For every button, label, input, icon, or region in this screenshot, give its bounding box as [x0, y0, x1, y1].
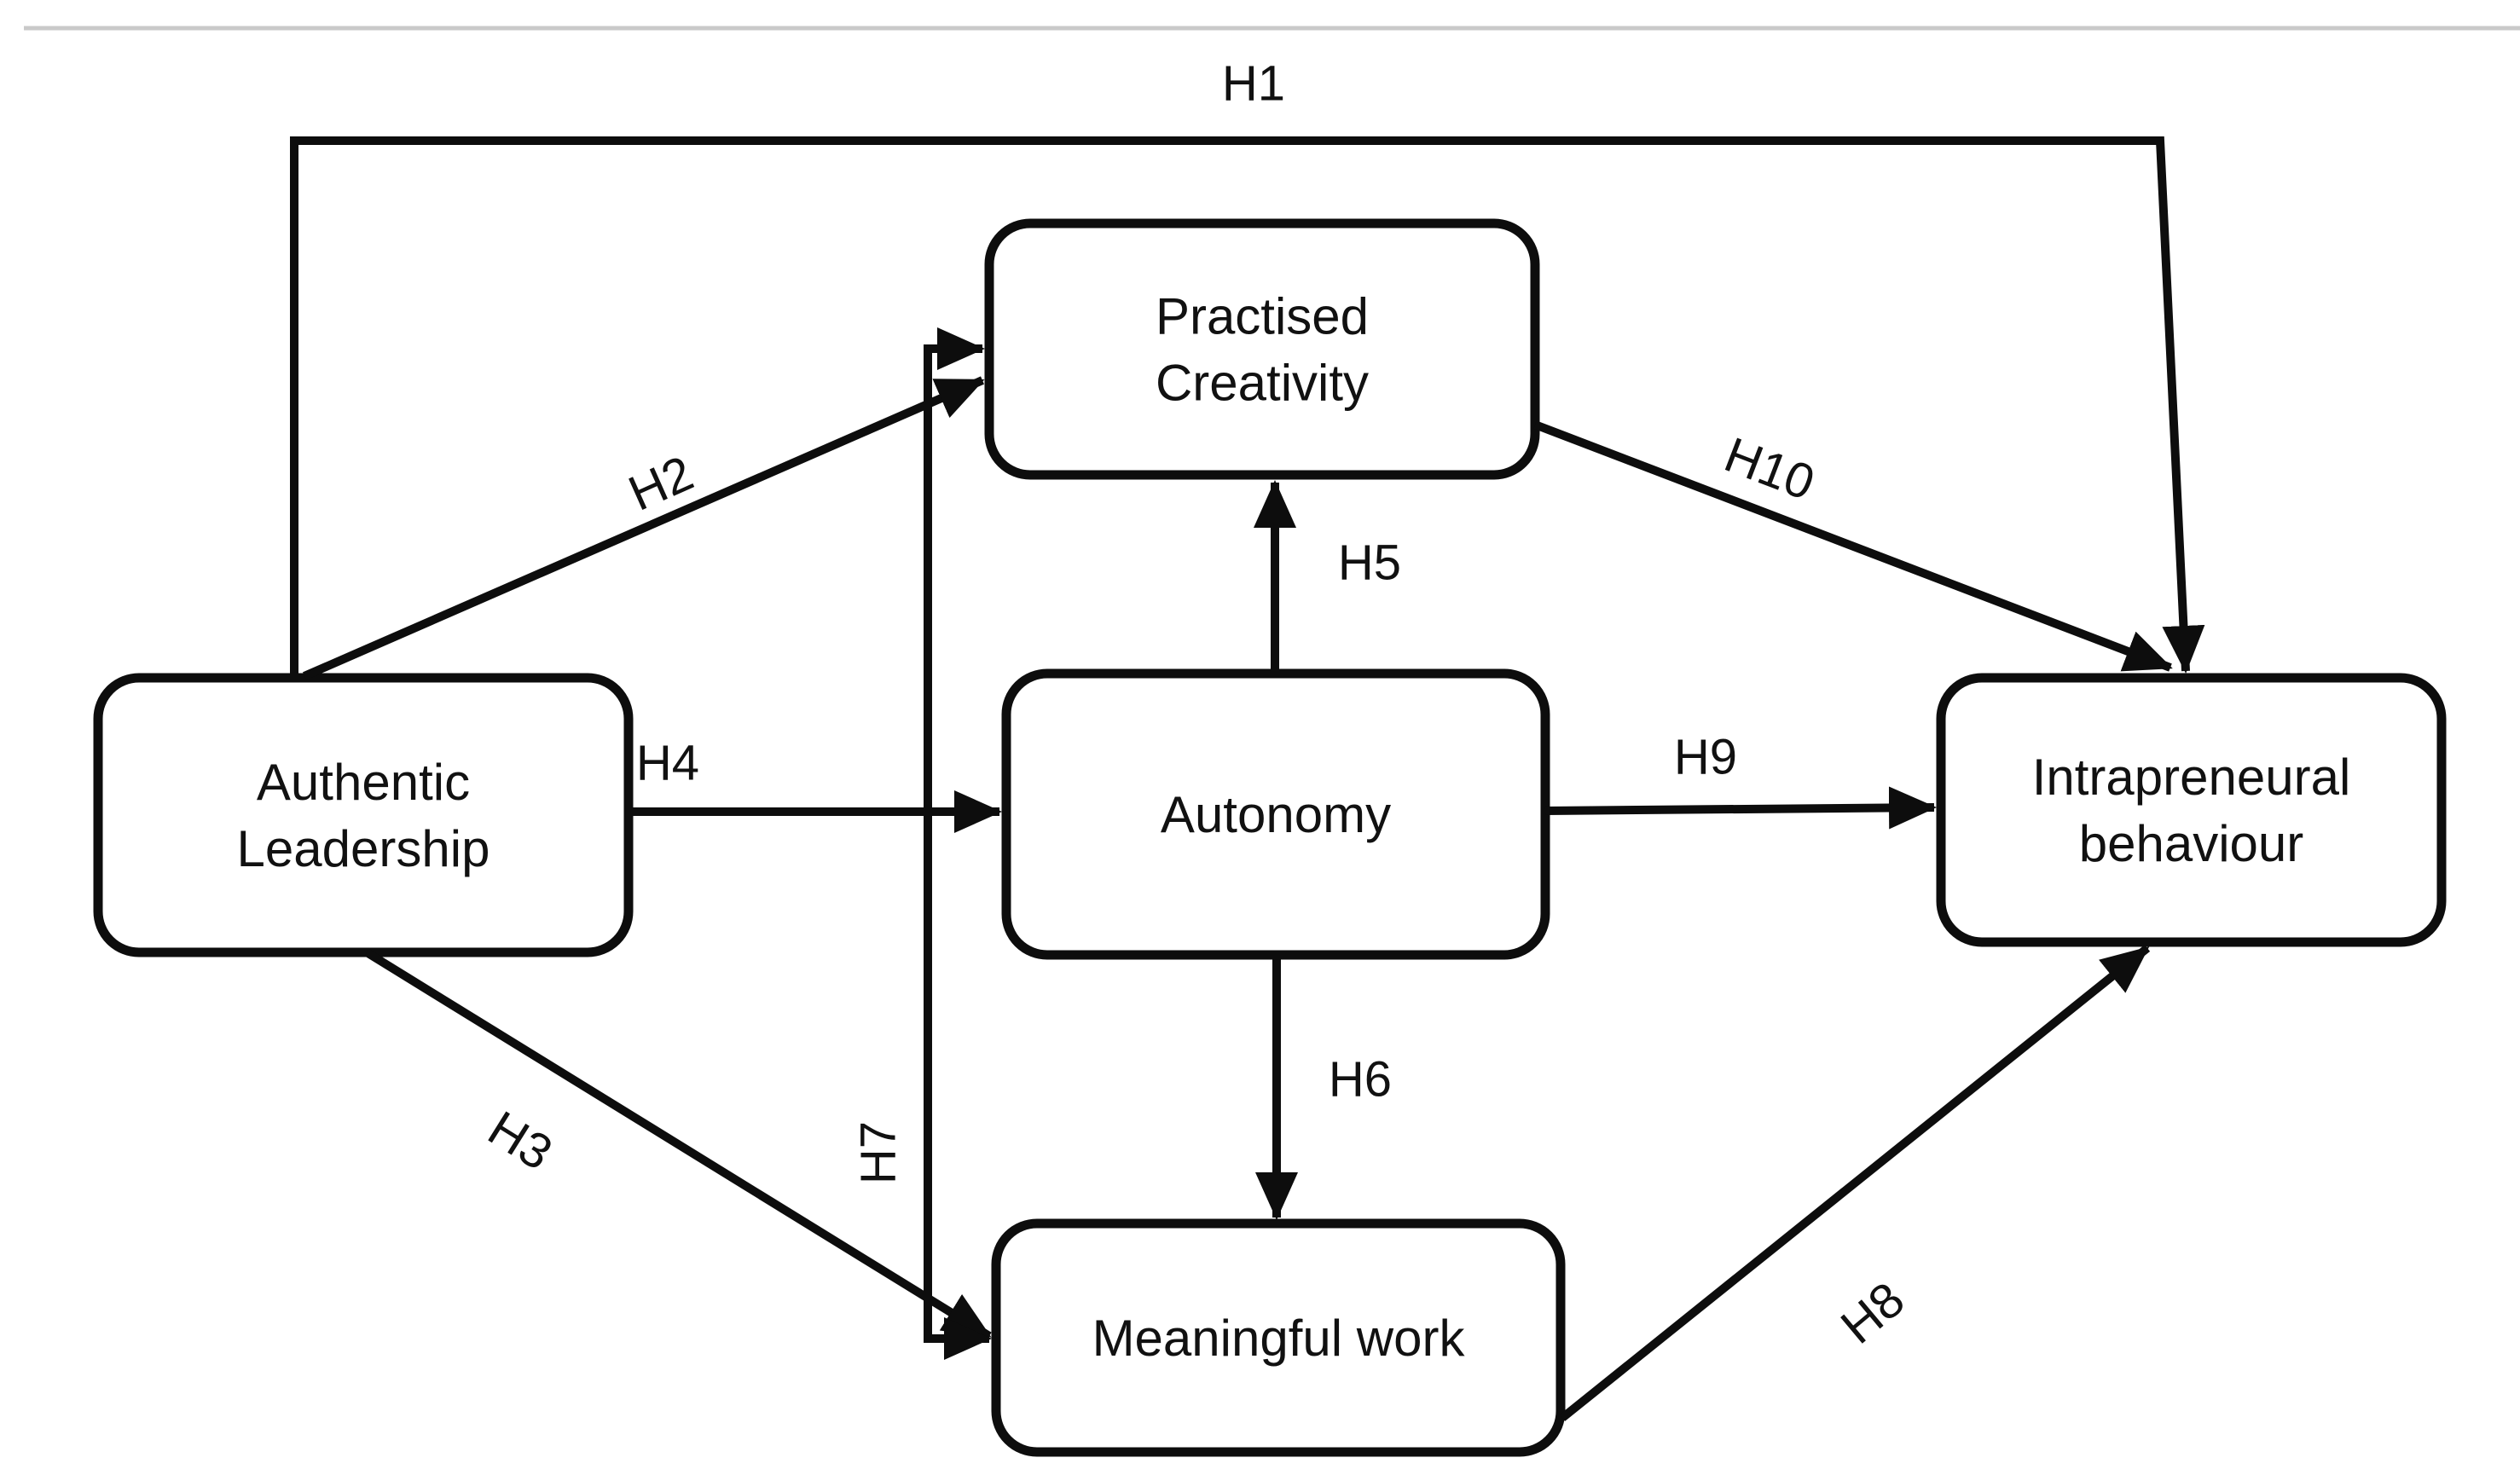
arrow-h2: [302, 376, 985, 680]
node-meaningful-work: [991, 1218, 1566, 1457]
node-label-autonomy: Autonomy: [1161, 786, 1391, 843]
arrow-h7-2: [924, 1253, 992, 1360]
arrow-h10: [1533, 420, 2173, 672]
arrow-label-h4: H4: [636, 736, 699, 791]
arrow-label-h9: H9: [1674, 730, 1737, 785]
node-practised-creativity: [984, 218, 1540, 480]
arrow-h7-1: [924, 327, 985, 1339]
arrow-label-h3: H3: [478, 1101, 561, 1181]
node-intrapreneural-behaviour: [1936, 673, 2447, 947]
node-label-meaningful-work: Meaningful work: [1092, 1310, 1466, 1367]
arrow-h9: [1544, 786, 1937, 830]
node-authentic-leadership: [93, 673, 634, 957]
arrow-label-h8: H8: [1831, 1271, 1915, 1354]
arrow-label-h7: H7: [851, 1121, 907, 1184]
arrow-h8: [1559, 945, 2151, 1421]
arrow-label-h1: H1: [1222, 56, 1285, 112]
arrow-h1: [290, 136, 2205, 678]
arrow-label-h6: H6: [1329, 1052, 1392, 1108]
arrow-label-h5: H5: [1338, 535, 1401, 591]
arrow-h3: [364, 948, 992, 1340]
